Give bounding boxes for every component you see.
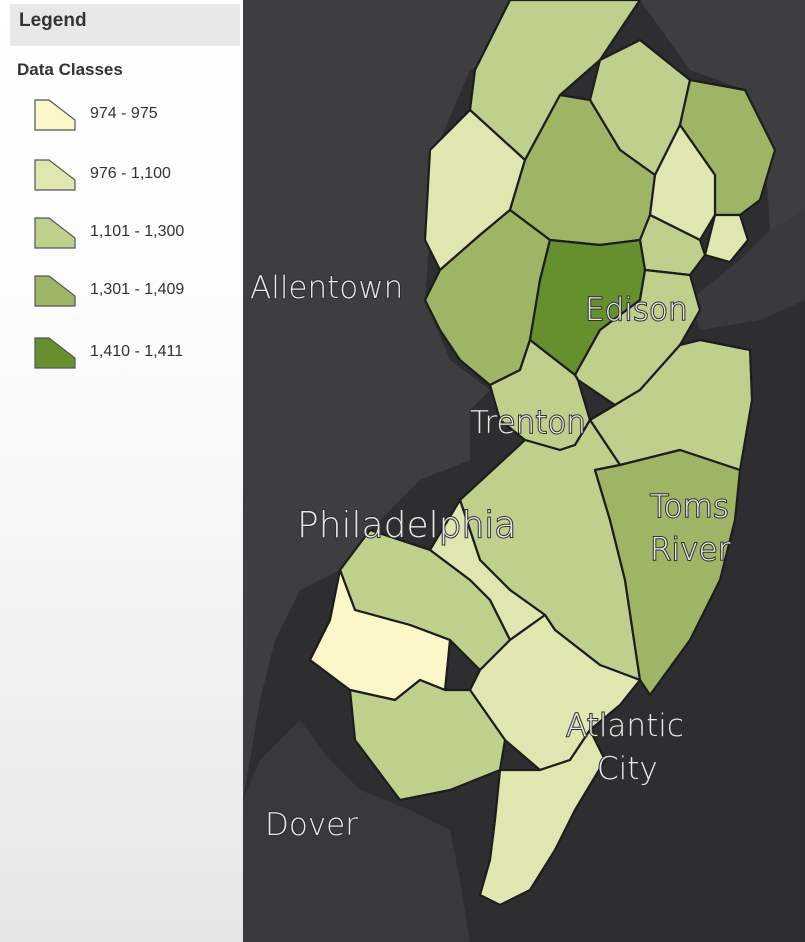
legend-subtitle: Data Classes [17, 60, 123, 79]
pennsylvania-land [243, 0, 560, 800]
legend-class-1: 974 - 975 [33, 96, 238, 136]
swatch-shape [34, 217, 76, 249]
legend-swatch-icon [34, 275, 76, 307]
swatch-shape [34, 275, 76, 307]
legend-class-3: 1,101 - 1,300 [33, 214, 238, 254]
delaware-land [243, 720, 470, 942]
legend-class-label: 974 - 975 [90, 105, 158, 122]
city-label-toms-river-line1: Toms [650, 489, 729, 525]
legend-class-4: 1,301 - 1,409 [33, 272, 238, 312]
legend-swatch-icon [34, 99, 76, 131]
swatch-shape [34, 159, 76, 191]
legend-class-5: 1,410 - 1,411 [33, 334, 238, 374]
map-canvas[interactable]: Allentown Edison Trenton Philadelphia To… [243, 0, 805, 942]
city-label-trenton: Trenton [470, 405, 586, 441]
new-york-land [640, 0, 805, 250]
county-cape-may[interactable] [478, 728, 607, 907]
county-cumberland[interactable] [348, 678, 507, 802]
legend-title: Legend [10, 4, 240, 46]
legend-class-2: 976 - 1,100 [33, 156, 238, 196]
legend-panel: Legend Data Classes 974 - 975 976 - 1,10… [0, 0, 243, 942]
county-ocean[interactable] [593, 448, 742, 697]
city-label-atlantic-city-line1: Atlantic [566, 708, 684, 744]
city-label-dover: Dover [265, 807, 358, 843]
legend-class-label: 1,101 - 1,300 [90, 223, 185, 240]
city-label-allentown: Allentown [250, 270, 403, 306]
swatch-shape [34, 337, 76, 369]
legend-class-label: 1,410 - 1,411 [90, 343, 184, 360]
county-hudson[interactable] [703, 213, 750, 264]
legend-swatch-icon [34, 217, 76, 249]
legend-class-label: 1,301 - 1,409 [90, 281, 185, 298]
city-label-toms-river-line2: River [650, 532, 731, 568]
city-label-edison: Edison [585, 292, 688, 328]
legend-swatch-icon [34, 159, 76, 191]
long-island-land [690, 210, 805, 330]
city-label-atlantic-city-line2: City [597, 751, 658, 787]
city-label-philadelphia: Philadelphia [297, 505, 516, 546]
swatch-shape [34, 99, 76, 131]
map-view[interactable]: Allentown Edison Trenton Philadelphia To… [243, 0, 805, 942]
legend-swatch-icon [34, 337, 76, 369]
legend-class-label: 976 - 1,100 [90, 165, 171, 182]
